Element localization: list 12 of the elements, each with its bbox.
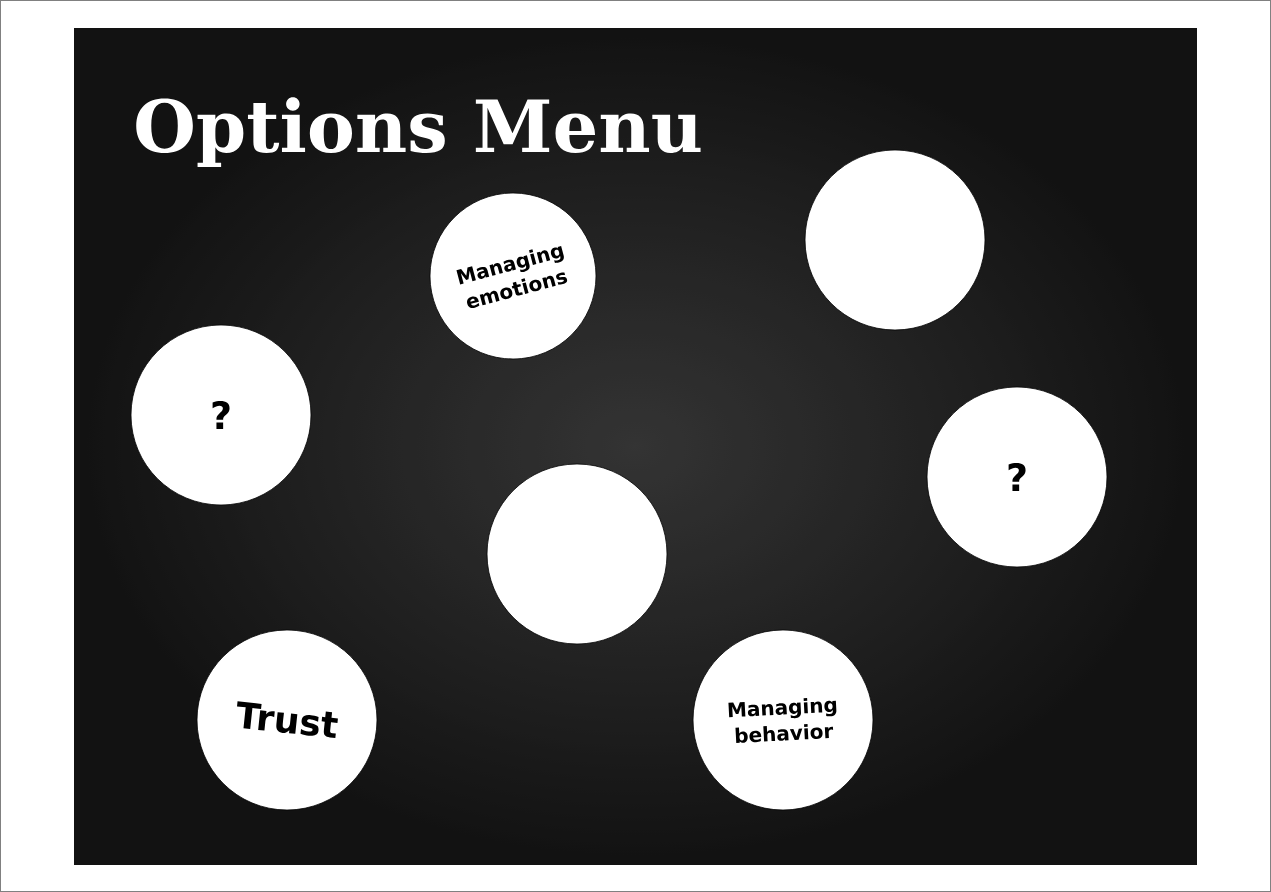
circle-label: ?: [212, 400, 230, 430]
circle-label: Managing behavior: [728, 698, 837, 743]
circle: [804, 149, 986, 331]
circle: [486, 463, 668, 645]
circle-label: Trust: [237, 701, 338, 739]
circle: [196, 629, 378, 811]
circle: [692, 629, 874, 811]
circle-label: ?: [1008, 462, 1026, 492]
circle: [130, 324, 312, 506]
title: Options Menu: [136, 97, 701, 167]
circle: [429, 192, 597, 360]
circle: [926, 386, 1108, 568]
